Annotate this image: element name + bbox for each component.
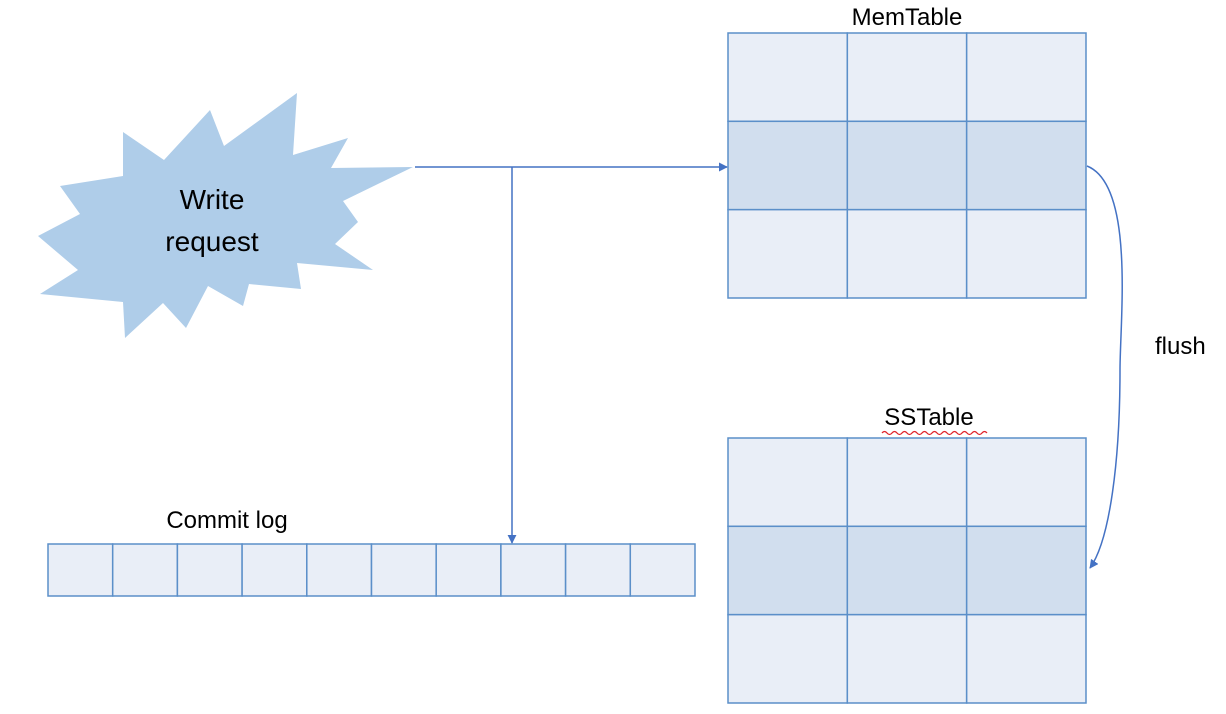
write-request-label-line2: request xyxy=(165,226,259,257)
commit-log-cell xyxy=(629,543,696,597)
commit-log-cell xyxy=(241,543,308,597)
commit-log-cell xyxy=(111,543,179,597)
commit-log-title: Commit log xyxy=(166,507,287,534)
flush-arrow xyxy=(1086,165,1123,569)
sstable-cell xyxy=(846,613,968,704)
spellcheck-underline xyxy=(881,430,988,436)
memtable-grid xyxy=(727,32,1087,299)
sstable: SSTable xyxy=(727,404,1087,704)
memtable-cell xyxy=(965,120,1087,211)
sstable-cell xyxy=(727,525,849,616)
sstable-cell xyxy=(846,437,968,528)
sstable-cell xyxy=(727,613,849,704)
arrows: flush xyxy=(415,162,1206,569)
commit-log-cell xyxy=(370,543,437,597)
flush-label: flush xyxy=(1155,333,1206,360)
memtable: MemTable xyxy=(727,4,1087,299)
memtable-cell xyxy=(965,32,1087,123)
commit-log-cell xyxy=(176,543,243,597)
sstable-cell xyxy=(846,525,968,616)
sstable-cell xyxy=(965,613,1087,704)
memtable-cell xyxy=(727,32,849,123)
sstable-cell xyxy=(727,437,849,528)
memtable-cell xyxy=(727,208,849,299)
memtable-cell xyxy=(846,120,968,211)
commit-log-cell xyxy=(435,543,502,597)
sstable-grid xyxy=(727,437,1087,704)
commit-log-cell xyxy=(47,543,114,597)
memtable-title: MemTable xyxy=(852,4,963,31)
commit-log-cell xyxy=(564,543,632,597)
sstable-cell xyxy=(965,525,1087,616)
write-request-node: Write request xyxy=(38,93,413,338)
sstable-cell xyxy=(965,437,1087,528)
commit-log-cell xyxy=(306,543,373,597)
write-request-label-line1: Write xyxy=(180,184,245,215)
memtable-cell xyxy=(965,208,1087,299)
memtable-cell xyxy=(846,208,968,299)
memtable-cell xyxy=(846,32,968,123)
memtable-cell xyxy=(727,120,849,211)
commit-log-cell xyxy=(500,543,567,597)
commit-log: Commit log xyxy=(47,507,696,597)
commit-log-cells xyxy=(47,543,696,597)
sstable-title: SSTable xyxy=(884,404,973,431)
starburst-shape xyxy=(38,93,413,338)
